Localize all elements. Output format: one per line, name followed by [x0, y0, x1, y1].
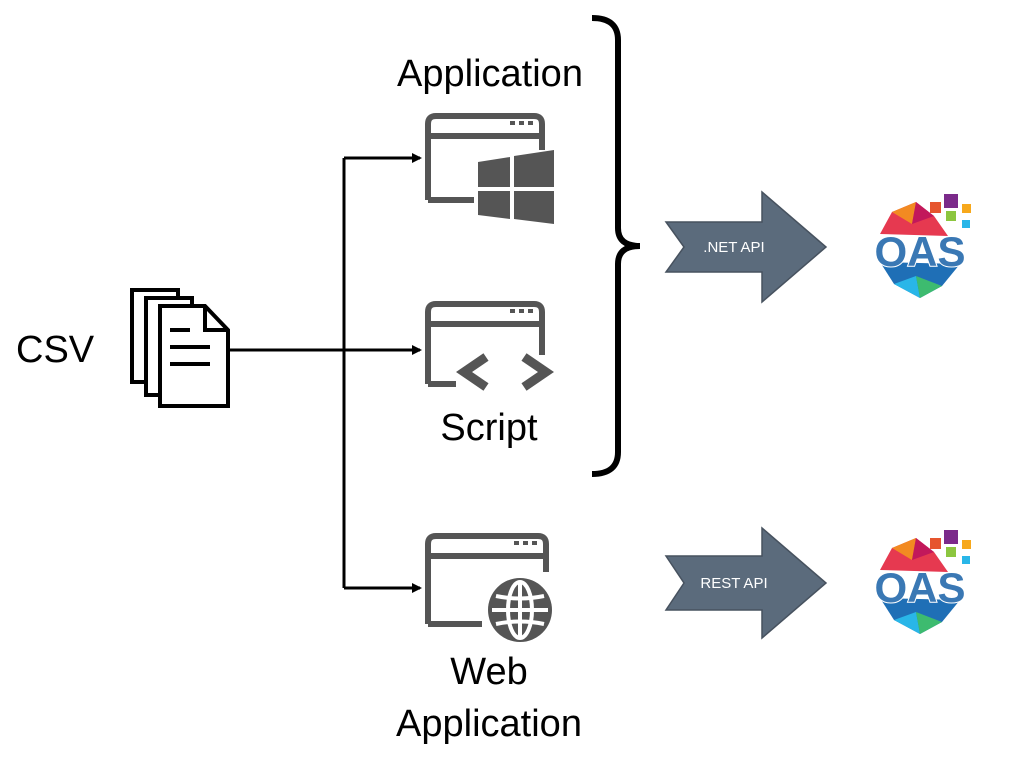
- connector-arrows: [228, 153, 422, 593]
- script-code-icon: [425, 301, 554, 391]
- oas-logo-icon: OAS: [873, 194, 971, 298]
- rest-api-label: REST API: [700, 575, 767, 592]
- rest-api-arrow: REST API: [664, 526, 828, 640]
- csv-label: CSV: [16, 329, 95, 371]
- dotnet-api-arrow: .NET API: [664, 190, 828, 304]
- oas-logo-text: OAS: [874, 228, 965, 275]
- web-application-label-line2: Application: [396, 703, 582, 745]
- application-label: Application: [397, 53, 583, 95]
- script-label: Script: [440, 407, 538, 449]
- globe-icon: [488, 578, 552, 642]
- oas-logo-icon: OAS: [873, 530, 971, 634]
- oas-logo-text: OAS: [874, 564, 965, 611]
- web-application-label-line1: Web: [450, 651, 527, 693]
- csv-files-icon: [130, 288, 230, 408]
- windows-application-icon: [425, 113, 554, 224]
- web-application-icon: [425, 533, 552, 642]
- curly-brace: [591, 15, 641, 477]
- dotnet-api-label: .NET API: [703, 239, 764, 256]
